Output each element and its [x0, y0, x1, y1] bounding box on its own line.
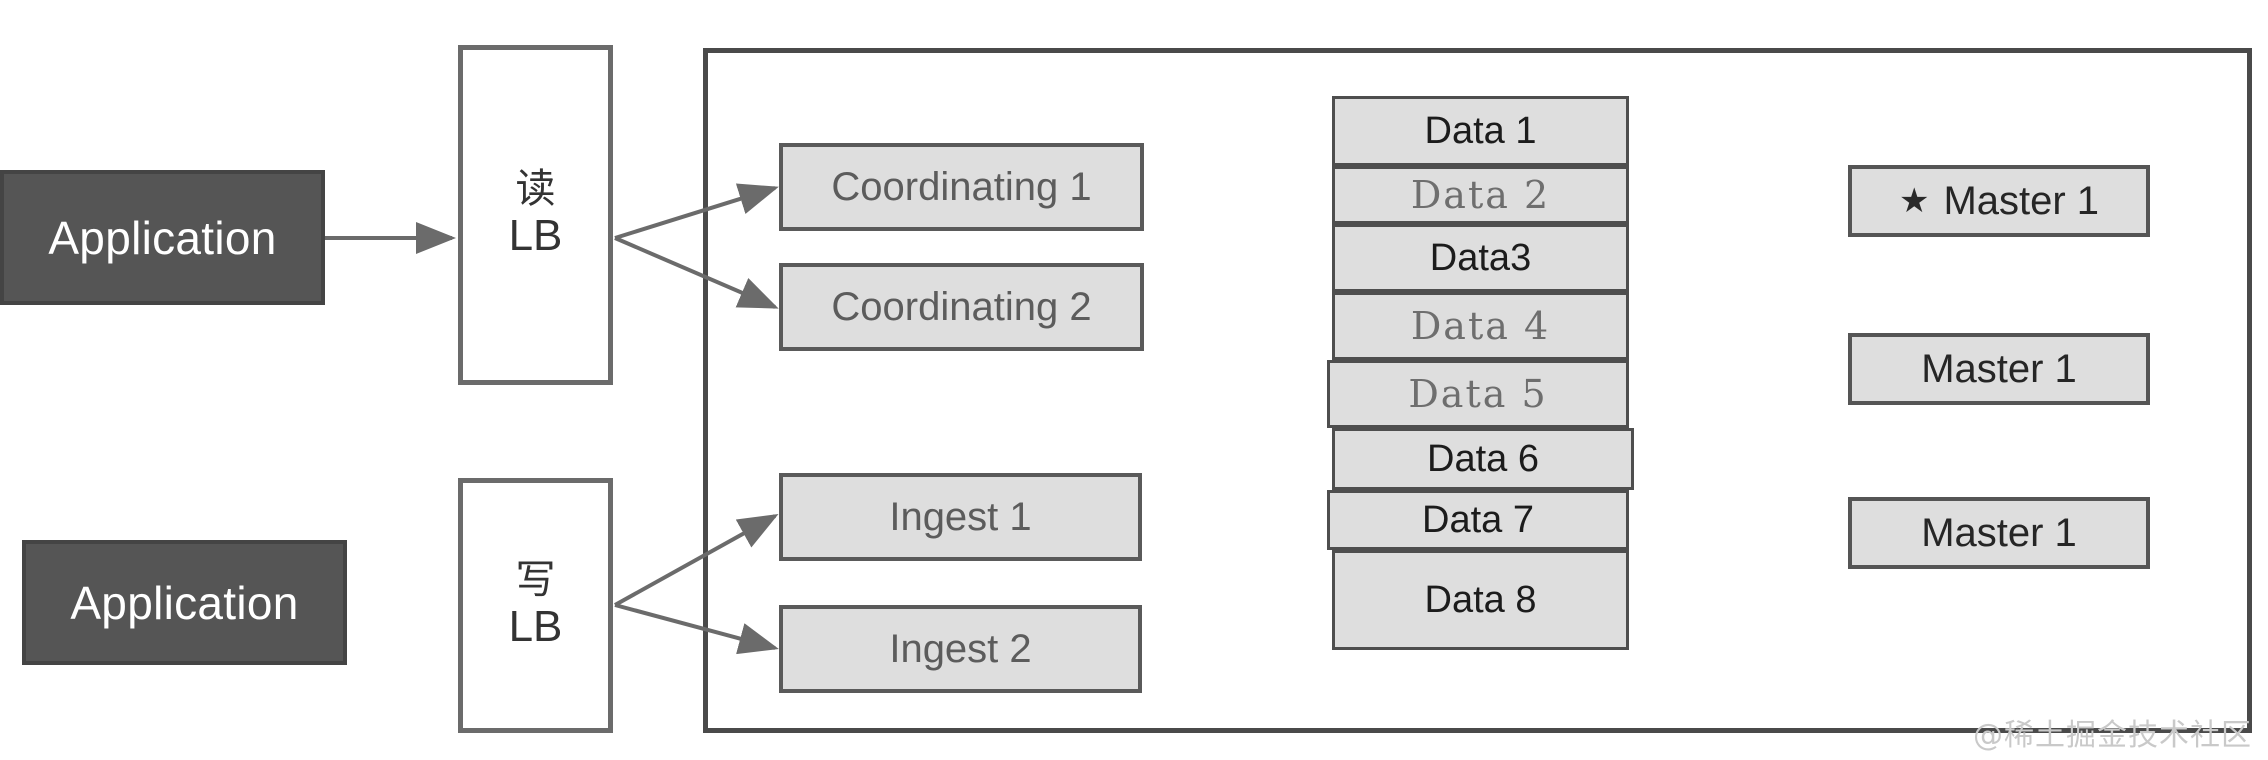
master-node-2-label: Master 1 [1921, 346, 2077, 391]
data-node-row[interactable]: Data 5 [1327, 360, 1629, 428]
data-node-row[interactable]: Data 7 [1327, 490, 1629, 550]
data-node-row[interactable]: Data 2 [1332, 166, 1629, 224]
data-node-label: Data 2 [1410, 173, 1551, 217]
application-label: Application [70, 576, 299, 629]
coordinating-node-1-label: Coordinating 1 [831, 164, 1092, 209]
load-balancer-read[interactable]: 读 LB [458, 45, 613, 385]
data-node-label: Data 6 [1427, 437, 1539, 480]
application-box-read[interactable]: Application [0, 170, 325, 305]
coordinating-node-2-label: Coordinating 2 [831, 284, 1092, 329]
data-node-label: Data 1 [1424, 109, 1537, 152]
coordinating-node-2[interactable]: Coordinating 2 [779, 263, 1144, 351]
data-node-row[interactable]: Data 4 [1332, 292, 1629, 360]
load-balancer-write[interactable]: 写 LB [458, 478, 613, 733]
ingest-node-2-label: Ingest 2 [889, 626, 1032, 671]
star-icon: ★ [1898, 182, 1930, 220]
load-balancer-write-en-label: LB [508, 601, 563, 651]
master-node-2[interactable]: Master 1 [1848, 333, 2150, 405]
data-node-label: Data3 [1429, 236, 1532, 279]
watermark: @稀土掘金技术社区 [1973, 718, 2252, 753]
master-node-1[interactable]: ★ Master 1 [1848, 165, 2150, 237]
data-node-row[interactable]: Data 8 [1332, 550, 1629, 650]
data-node-label: Data 5 [1408, 372, 1548, 416]
master-node-1-label: Master 1 [1943, 178, 2100, 223]
application-label: Application [48, 211, 277, 264]
ingest-node-1[interactable]: Ingest 1 [779, 473, 1142, 561]
data-node-row[interactable]: Data3 [1332, 224, 1629, 292]
master-node-3[interactable]: Master 1 [1848, 497, 2150, 569]
data-node-label: Data 7 [1422, 498, 1534, 541]
ingest-node-2[interactable]: Ingest 2 [779, 605, 1142, 693]
load-balancer-read-en-label: LB [508, 211, 563, 261]
data-node-row[interactable]: Data 6 [1332, 428, 1634, 490]
coordinating-node-1[interactable]: Coordinating 1 [779, 143, 1144, 231]
load-balancer-read-cn-label: 读 [515, 166, 556, 213]
data-node-row[interactable]: Data 1 [1332, 96, 1629, 166]
ingest-node-1-label: Ingest 1 [889, 494, 1032, 539]
cluster-boundary [703, 48, 2252, 733]
application-box-write[interactable]: Application [22, 540, 347, 665]
master-node-3-label: Master 1 [1921, 510, 2077, 555]
data-node-label: Data 8 [1424, 578, 1537, 621]
load-balancer-write-cn-label: 写 [515, 556, 556, 603]
data-node-label: Data 4 [1410, 304, 1551, 348]
